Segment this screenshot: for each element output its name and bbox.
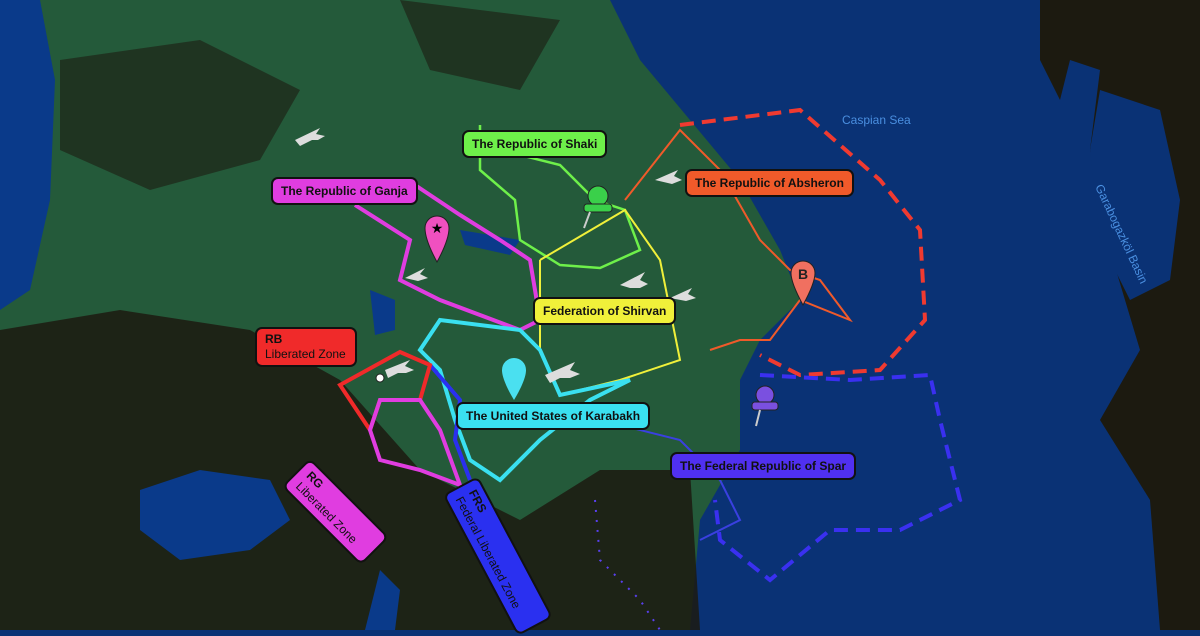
location-dot (375, 373, 385, 383)
pin-marker-ganja[interactable]: ★ (424, 215, 450, 264)
region-label-karabakh[interactable]: The United States of Karabakh (456, 402, 651, 430)
plane-icon (405, 268, 428, 281)
dotted-line (594, 499, 661, 630)
border-spar (599, 419, 742, 541)
pushpin-shaki[interactable] (583, 185, 613, 229)
border-absheron-sea (679, 107, 928, 378)
lowland-area (60, 0, 560, 190)
border-spar-sea (713, 372, 963, 583)
svg-text:★: ★ (431, 220, 444, 236)
region-label-shirvan[interactable]: Federation of Shirvan (533, 297, 677, 325)
lake (140, 470, 290, 560)
plane-icon (655, 170, 682, 184)
pin-marker-karabakh[interactable] (502, 358, 526, 400)
lake (365, 230, 520, 630)
border-absheron (624, 128, 853, 351)
region-label-absheron[interactable]: The Republic of Absheron (685, 169, 854, 197)
border-ganja (353, 183, 543, 333)
plane-icon (670, 288, 696, 301)
plane-icon (385, 360, 414, 378)
zone-name: Liberated Zone (265, 347, 346, 361)
border-rg (367, 398, 464, 489)
plane-icon (295, 128, 325, 146)
caspian-sea-label: Caspian Sea (842, 113, 911, 127)
plane-icon (620, 272, 648, 288)
garabogaz-basin (1090, 90, 1180, 300)
region-label-spar[interactable]: The Federal Republic of Spar (670, 452, 857, 480)
pushpin-spar[interactable] (751, 385, 779, 427)
east-shore (1040, 0, 1200, 630)
aircraft-icons (295, 128, 696, 383)
plane-icon (545, 362, 580, 383)
pin-marker-absheron[interactable]: B (790, 260, 816, 307)
lake (0, 0, 55, 310)
region-label-shaki[interactable]: The Republic of Shaki (462, 130, 608, 158)
zone-code: RB (265, 332, 283, 346)
border-shaki (478, 125, 642, 270)
region-label-ganja[interactable]: The Republic of Ganja (271, 177, 418, 205)
border-karabakh (417, 317, 631, 483)
marker-letter: B (798, 266, 808, 282)
